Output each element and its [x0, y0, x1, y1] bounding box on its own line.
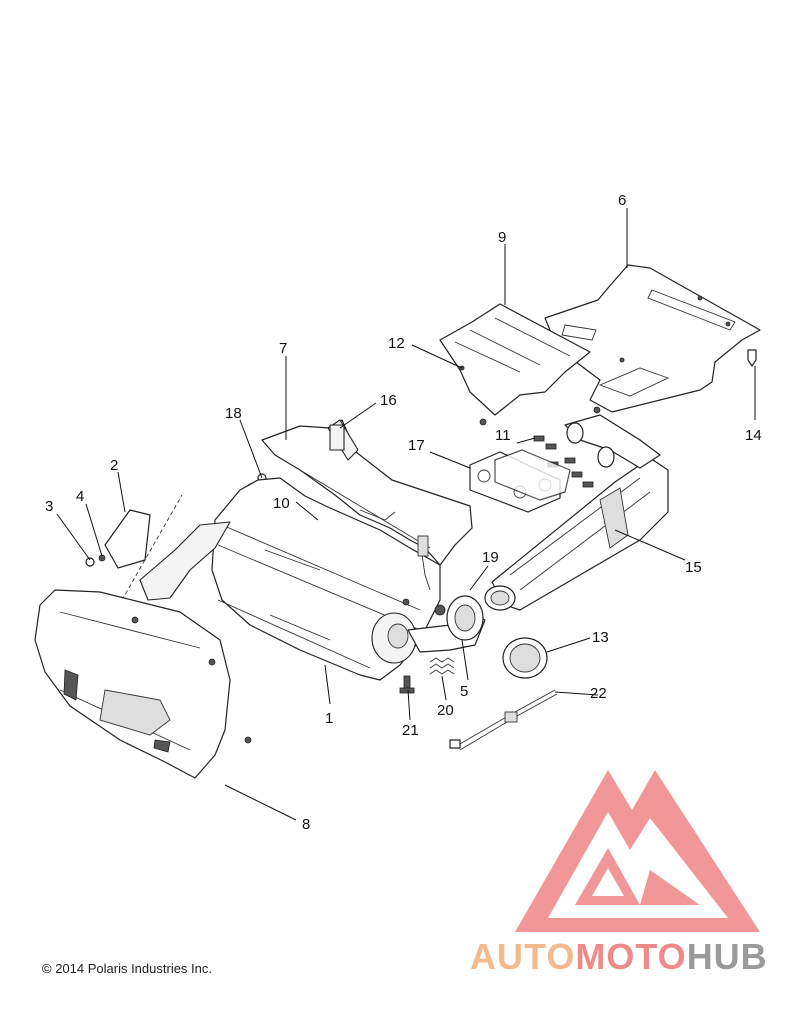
part-3-nut — [85, 557, 95, 567]
part-22-cable-tie — [449, 689, 558, 751]
callout-8: 8 — [302, 816, 310, 833]
callout-3: 3 — [45, 498, 53, 515]
part-19-sensor — [417, 535, 446, 616]
part-13-seal-ring — [502, 637, 548, 679]
misc-fasteners — [402, 406, 601, 606]
callout-15: 15 — [685, 559, 702, 576]
callout-10: 10 — [273, 495, 290, 512]
part-17-gasket — [469, 449, 571, 513]
callout-21: 21 — [402, 722, 419, 739]
part-16-bracket — [329, 424, 345, 451]
callout-17: 17 — [408, 437, 425, 454]
callout-11: 11 — [495, 427, 511, 444]
callout-2: 2 — [110, 457, 118, 474]
watermark-logo — [515, 770, 760, 932]
part-20-spring — [429, 657, 455, 675]
part-15-head-pipe — [484, 414, 669, 611]
callout-7: 7 — [279, 340, 287, 357]
part-6-heat-shield — [544, 264, 761, 413]
callout-5: 5 — [460, 683, 468, 700]
callout-19: 19 — [482, 549, 499, 566]
part-21-bolt — [399, 675, 415, 694]
callout-4: 4 — [76, 488, 84, 505]
callout-12: 12 — [388, 335, 405, 352]
part-5-gasket — [446, 595, 484, 641]
callout-9: 9 — [498, 229, 506, 246]
part-14-fastener — [747, 349, 757, 367]
callout-14: 14 — [745, 427, 762, 444]
part-8-rear-cover — [34, 589, 252, 779]
brand-auto: AUTO — [470, 936, 576, 977]
copyright-text: © 2014 Polaris Industries Inc. — [42, 961, 212, 976]
callout-6: 6 — [618, 192, 626, 209]
callout-20: 20 — [437, 702, 454, 719]
callout-1: 1 — [325, 710, 333, 727]
callout-22: 22 — [590, 685, 607, 702]
brand-moto: MOTO — [575, 936, 687, 977]
callout-16: 16 — [380, 392, 397, 409]
leader-lines — [56, 208, 756, 821]
callout-13: 13 — [592, 629, 609, 646]
callout-labels: 6 9 12 7 16 18 14 11 17 2 4 3 10 19 15 1… — [45, 192, 762, 833]
watermark-brand-text: AUTOMOTOHUB — [470, 936, 768, 978]
callout-18: 18 — [225, 405, 242, 422]
part-2-tailpipe — [104, 494, 231, 601]
brand-hub: HUB — [686, 936, 768, 977]
